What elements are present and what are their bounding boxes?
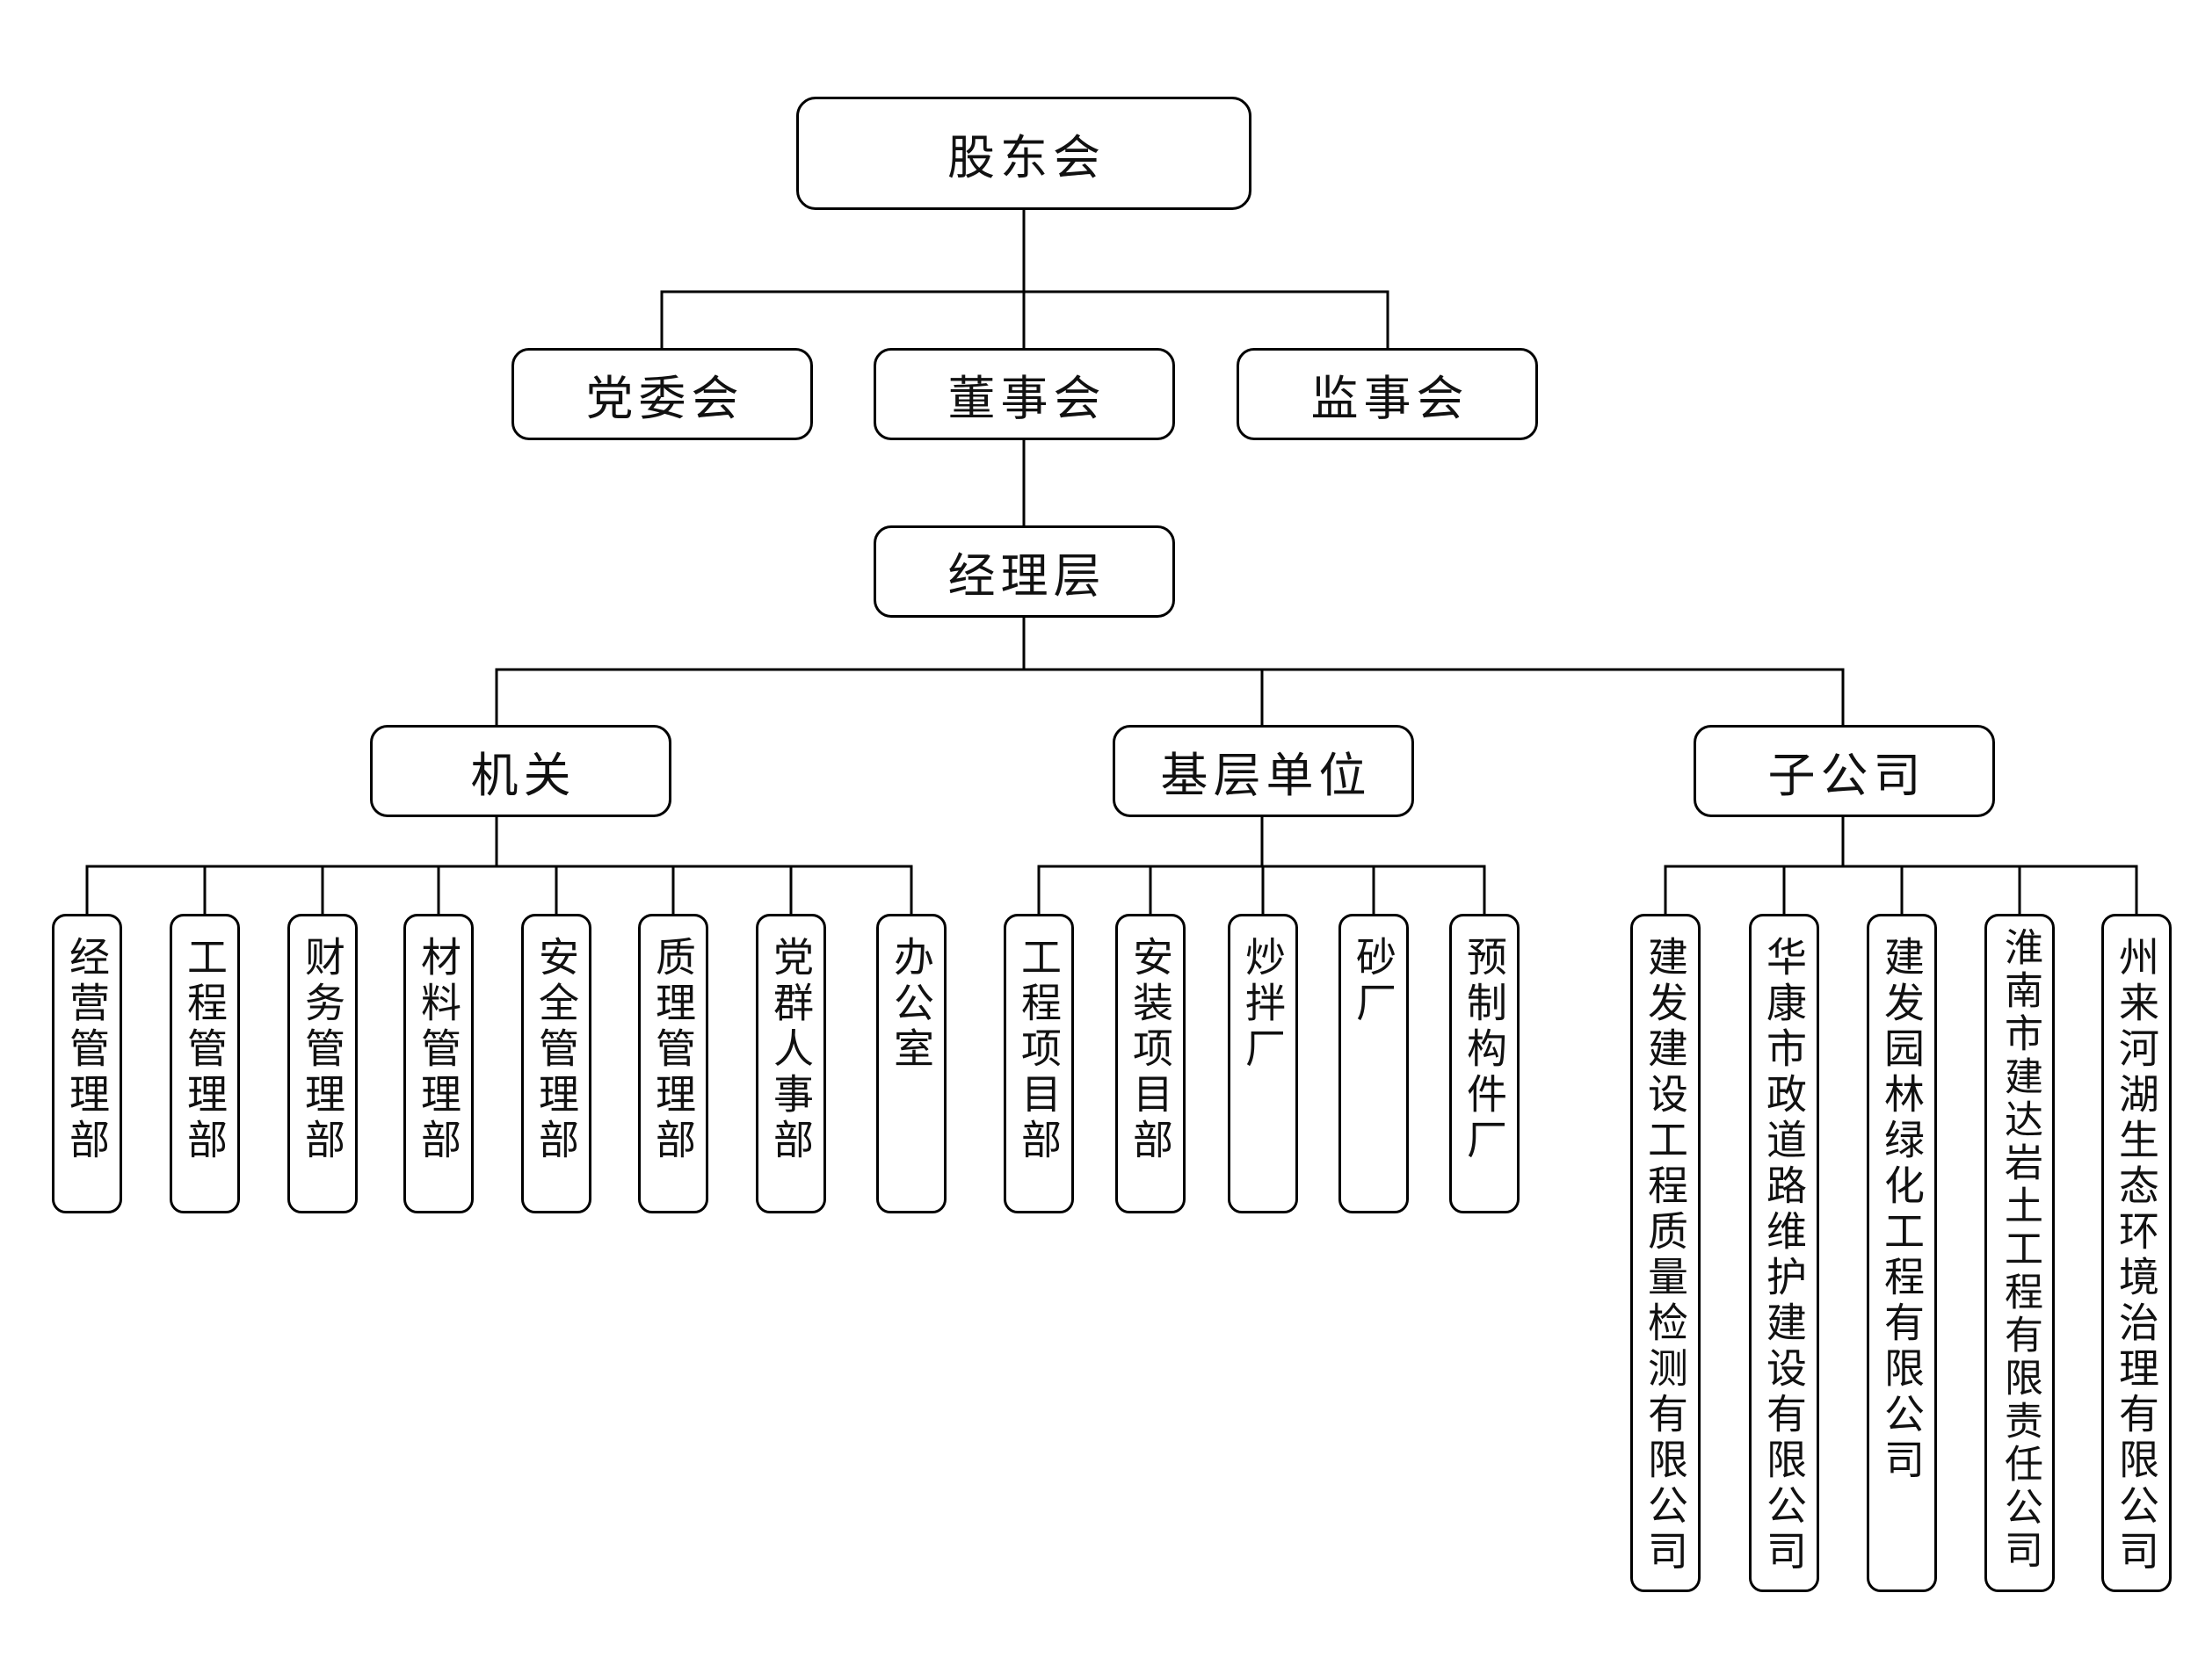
- grassroots-unit-node: 工程项目部: [1004, 914, 1074, 1213]
- node-label: 砂厂: [1350, 936, 1397, 1027]
- department-node: 党群人事部: [756, 914, 826, 1213]
- node-label: 建发园林绿化工程有限公司: [1878, 936, 1926, 1484]
- node-label: 财务管理部: [299, 936, 346, 1164]
- node-label: 基层单位: [1160, 748, 1372, 803]
- grassroots-units-node: 基层单位: [1113, 725, 1414, 817]
- node-label: 安装项目部: [1127, 936, 1174, 1164]
- node-label: 州来河湖生态环境治理有限公司: [2113, 936, 2160, 1575]
- party-committee-node: 党委会: [511, 348, 813, 440]
- department-node: 财务管理部: [287, 914, 358, 1213]
- supervisory-board-node: 监事会: [1237, 348, 1538, 440]
- node-label: 预制构件厂: [1461, 936, 1508, 1164]
- node-label: 建发建设工程质量检测有限公司: [1642, 936, 1689, 1575]
- grassroots-unit-node: 砂厂: [1338, 914, 1409, 1213]
- subsidiaries-node: 子公司: [1694, 725, 1995, 817]
- node-label: 经理层: [947, 548, 1106, 604]
- department-node: 经营管理部: [52, 914, 122, 1213]
- node-label: 党群人事部: [767, 936, 815, 1164]
- node-label: 股东会: [947, 130, 1106, 185]
- shareholders-meeting-node: 股东会: [796, 97, 1251, 210]
- node-label: 办公室: [888, 936, 935, 1073]
- node-label: 安全管理部: [533, 936, 580, 1164]
- subsidiary-node: 州来河湖生态环境治理有限公司: [2101, 914, 2172, 1592]
- node-label: 工程项目部: [1015, 936, 1063, 1164]
- subsidiary-node: 建发园林绿化工程有限公司: [1867, 914, 1937, 1592]
- node-label: 材料管理部: [415, 936, 462, 1164]
- subsidiary-node: 华康市政道路维护建设有限公司: [1749, 914, 1819, 1592]
- node-label: 子公司: [1767, 748, 1926, 803]
- node-label: 董事会: [947, 371, 1106, 426]
- board-of-directors-node: 董事会: [874, 348, 1175, 440]
- subsidiary-node: 淮南市建达岩土工程有限责任公司: [1984, 914, 2055, 1592]
- node-label: 质理管理部: [649, 936, 697, 1164]
- grassroots-unit-node: 炒拌厂: [1228, 914, 1298, 1213]
- department-node: 安全管理部: [521, 914, 591, 1213]
- grassroots-unit-node: 预制构件厂: [1449, 914, 1520, 1213]
- node-label: 经营管理部: [63, 936, 111, 1164]
- management-node: 经理层: [874, 525, 1175, 618]
- department-node: 工程管理部: [170, 914, 240, 1213]
- department-node: 质理管理部: [638, 914, 708, 1213]
- department-node: 材料管理部: [403, 914, 474, 1213]
- headquarters-departments-node: 机关: [370, 725, 671, 817]
- department-node: 办公室: [876, 914, 947, 1213]
- node-label: 机关: [470, 748, 577, 803]
- node-label: 工程管理部: [181, 936, 229, 1164]
- node-label: 监事会: [1310, 371, 1469, 426]
- node-label: 淮南市建达岩土工程有限责任公司: [1998, 927, 2042, 1573]
- node-label: 党委会: [585, 371, 744, 426]
- node-label: 炒拌厂: [1239, 936, 1287, 1073]
- grassroots-unit-node: 安装项目部: [1115, 914, 1186, 1213]
- subsidiary-node: 建发建设工程质量检测有限公司: [1630, 914, 1701, 1592]
- node-label: 华康市政道路维护建设有限公司: [1760, 936, 1808, 1575]
